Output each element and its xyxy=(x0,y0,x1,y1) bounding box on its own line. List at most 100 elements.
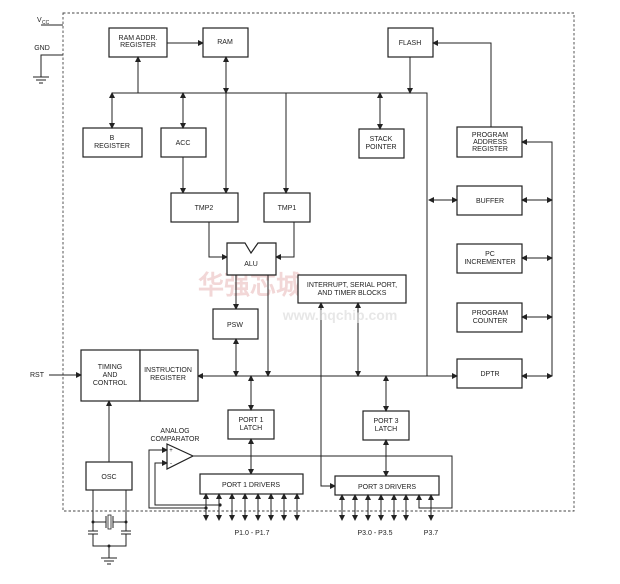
buffer: BUFFER xyxy=(456,185,523,216)
block-shape xyxy=(93,516,126,528)
dptr: DPTR xyxy=(456,358,523,389)
block-label: OSC xyxy=(101,474,116,481)
program-counter: PROGRAM COUNTER xyxy=(456,302,523,333)
interrupt-serial-timer-blocks: INTERRUPT, SERIAL PORT, AND TIMER BLOCKS xyxy=(297,274,407,304)
block-label: BUFFER xyxy=(476,198,504,205)
block-shape xyxy=(88,530,131,535)
port1-latch: PORT 1 LATCH xyxy=(227,409,275,440)
block-label: CONTROL xyxy=(93,380,127,387)
chip-boundary xyxy=(62,12,575,512)
watermark-url: www.hqchip.com xyxy=(282,307,398,323)
block-label: TMP1 xyxy=(278,205,297,212)
block-shape xyxy=(80,349,141,402)
block-label: ADDRESS xyxy=(473,139,507,146)
block-shape xyxy=(226,242,277,276)
vcc-label: V xyxy=(37,17,42,24)
port1-drivers: PORT 1 DRIVERS xyxy=(199,473,304,495)
block-shape xyxy=(139,349,199,402)
block-label: B xyxy=(110,135,115,142)
block-shape xyxy=(202,27,249,58)
block-shape xyxy=(91,520,95,524)
tmp2: TMP2 xyxy=(170,192,239,223)
port1-pins xyxy=(203,493,300,521)
block-shape xyxy=(199,473,304,495)
accumulator: ACC xyxy=(160,127,207,158)
block-shape xyxy=(170,192,239,223)
block-shape xyxy=(334,475,440,496)
block-shape xyxy=(456,126,523,158)
block-label: INTERRUPT, SERIAL PORT, xyxy=(307,282,397,289)
block-label: COUNTER xyxy=(473,318,508,325)
block-label: LATCH xyxy=(240,425,262,432)
block-label: REGISTER xyxy=(120,42,156,49)
signal-line xyxy=(208,222,228,260)
port3-pins xyxy=(339,494,409,521)
block-label: FLASH xyxy=(399,40,422,47)
tmp1: TMP1 xyxy=(263,192,311,223)
block-label: PROGRAM xyxy=(472,310,508,317)
gnd-pin: GND xyxy=(33,45,63,84)
block-label: PORT 1 DRIVERS xyxy=(222,482,280,489)
block-label: PORT 3 xyxy=(373,418,398,425)
alu: ALU xyxy=(226,242,277,276)
ram: RAM xyxy=(202,27,249,58)
signal-line xyxy=(193,455,453,509)
block-shape xyxy=(82,127,143,158)
block-shape xyxy=(456,243,523,274)
p1-label: P1.0 - P1.7 xyxy=(234,530,269,537)
signal-line xyxy=(154,460,220,506)
block-label: PORT 3 DRIVERS xyxy=(358,484,416,491)
block-label: INSTRUCTION xyxy=(144,367,192,374)
block-label: - xyxy=(170,461,172,467)
block-label: REGISTER xyxy=(94,143,130,150)
block-shape xyxy=(85,461,133,491)
port3-drivers: PORT 3 DRIVERS xyxy=(334,475,440,496)
oscillator: OSC xyxy=(85,461,133,491)
block-shape xyxy=(362,410,410,441)
b-register: B REGISTER xyxy=(82,127,143,158)
block-label: AND TIMER BLOCKS xyxy=(318,290,387,297)
block-label: PORT 1 xyxy=(238,417,263,424)
block-label: PSW xyxy=(227,322,243,329)
block-shape xyxy=(107,514,112,530)
block-label: PC xyxy=(485,251,495,258)
program-address-register: PROGRAM ADDRESS REGISTER xyxy=(456,126,523,158)
block-shape xyxy=(166,443,195,470)
block-label: REGISTER xyxy=(150,375,186,382)
signal-line xyxy=(432,40,492,127)
crystal-circuit xyxy=(88,490,131,565)
block-label: ANALOG xyxy=(160,428,189,435)
block-shape xyxy=(456,185,523,216)
psw: PSW xyxy=(212,308,259,340)
block-label: POINTER xyxy=(365,144,396,151)
port3-latch: PORT 3 LATCH xyxy=(362,410,410,441)
block-shape xyxy=(101,546,117,565)
watermark-url-layer: www.hqchip.com xyxy=(282,307,398,323)
stack-pointer: STACK POINTER xyxy=(358,128,405,159)
block-shape xyxy=(456,302,523,333)
p37-label: P3.7 xyxy=(424,530,439,537)
block-shape xyxy=(90,531,96,534)
rst-label: RST xyxy=(30,372,45,379)
instruction-register: INSTRUCTION REGISTER xyxy=(139,349,199,402)
block-shape xyxy=(297,274,407,304)
gnd-label: GND xyxy=(34,45,50,52)
block-label: COMPARATOR xyxy=(150,436,199,443)
block-label: TIMING xyxy=(98,364,123,371)
signal-line xyxy=(521,139,553,376)
block-label: STACK xyxy=(370,136,393,143)
block-label: PROGRAM xyxy=(472,132,508,139)
block-label: RAM ADDR. xyxy=(119,35,158,42)
vcc-pin: V CC xyxy=(37,17,63,26)
block-shape xyxy=(33,54,63,84)
ram-address-register: RAM ADDR. REGISTER xyxy=(108,27,168,58)
block-label: RAM xyxy=(217,39,233,46)
block-label: ALU xyxy=(244,261,258,268)
block-label: DPTR xyxy=(480,371,499,378)
pc-incrementer: PC INCREMENTER xyxy=(456,243,523,274)
block-shape xyxy=(123,531,129,534)
analog-comparator: ANALOG COMPARATOR + - xyxy=(150,428,200,470)
block-label: INCREMENTER xyxy=(464,259,515,266)
